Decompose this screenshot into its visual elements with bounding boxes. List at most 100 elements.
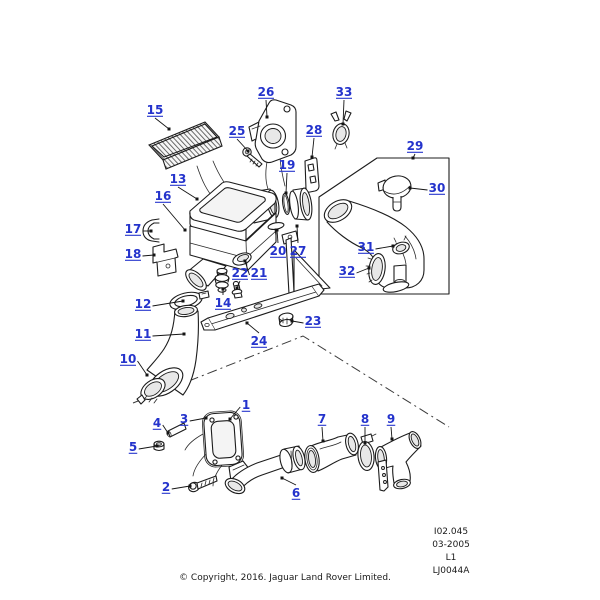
part-number: 1	[242, 398, 250, 412]
part-number: 26	[258, 85, 275, 99]
leader-dot-26	[265, 115, 269, 119]
callout-6-intake-hose: 6	[280, 476, 301, 500]
wing-clamp-part	[330, 110, 352, 150]
leader-dot-31	[391, 244, 395, 248]
leader-line-23	[291, 320, 304, 324]
part-number: 2	[162, 480, 170, 494]
leader-line-13	[177, 186, 198, 200]
part-number: 23	[305, 314, 322, 328]
leader-dot-12	[181, 299, 185, 303]
part-number: 27	[290, 244, 307, 258]
part-number: 19	[279, 158, 296, 172]
leader-dot-8	[363, 441, 367, 445]
callout-32-clamp: 32	[339, 264, 371, 278]
leader-dot-24	[245, 321, 249, 325]
part-number: 15	[147, 103, 164, 117]
leader-line-18	[142, 254, 155, 257]
leader-line-30	[409, 187, 428, 191]
leader-line-24	[246, 322, 260, 334]
callout-33-wing-clamp: 33	[336, 85, 353, 126]
leader-dot-30	[408, 186, 412, 190]
ball-stud-part	[231, 280, 243, 299]
callout-5-cap-nut: 5	[128, 440, 159, 454]
callout-25-screw: 25	[229, 124, 250, 153]
leader-dot-6	[280, 476, 284, 480]
part-number: 21	[251, 266, 268, 280]
callout-11-intake-duct: 11	[135, 327, 186, 341]
leader-dot-27	[295, 224, 299, 228]
part-number: 9	[387, 412, 395, 426]
part-number: 25	[229, 124, 246, 138]
callout-26-air-flow-sensor: 26	[258, 85, 275, 119]
leader-dot-21	[243, 259, 247, 263]
callout-31-clamp-small: 31	[358, 240, 395, 254]
leader-dot-17	[149, 229, 153, 233]
leader-line-25	[236, 138, 249, 152]
part-number: 28	[306, 123, 323, 137]
air-cleaner-assembly	[185, 181, 280, 291]
callout-21-grommet: 21	[243, 259, 268, 280]
part-number: 33	[336, 85, 353, 99]
callout-17-spring-clip: 17	[125, 222, 153, 236]
part-number: 16	[155, 189, 172, 203]
callout-1-mounting-plate: 1	[228, 398, 251, 421]
part-number: 22	[232, 266, 249, 280]
leader-line-21	[244, 260, 250, 276]
callout-13-air-cleaner-cover: 13	[170, 172, 199, 201]
part-number: 13	[170, 172, 187, 186]
part-number: 30	[429, 181, 446, 195]
callout-15-air-filter-element: 15	[147, 103, 171, 131]
intake-hose-part	[224, 445, 306, 495]
leader-line-27	[296, 225, 299, 244]
callout-7-elbow-hose: 7	[317, 412, 327, 443]
leader-dot-25	[246, 149, 250, 153]
leader-dot-3	[204, 416, 208, 420]
leader-line-10	[137, 360, 148, 376]
part-number: 32	[339, 264, 356, 278]
leader-line-7	[321, 426, 324, 442]
figure-code: I02.045	[433, 527, 469, 537]
part-number: 14	[215, 296, 232, 310]
breather-valve-part	[377, 175, 412, 212]
clamp-small-part	[392, 235, 410, 255]
leader-dot-1	[228, 417, 232, 421]
drawing-code: LJ0044A	[432, 566, 470, 576]
part-number: 8	[361, 412, 369, 426]
leader-dot-15	[167, 127, 171, 131]
callout-2-flange-bolt: 2	[161, 480, 192, 494]
leader-line-9	[390, 426, 393, 440]
duct-clamp-part	[136, 378, 166, 405]
cap-nut-part	[153, 440, 165, 452]
part-number: 18	[125, 247, 142, 261]
part-number: 17	[125, 222, 142, 236]
part-number: 29	[407, 139, 424, 153]
leader-dot-32	[367, 266, 371, 270]
leader-dot-22	[235, 286, 239, 290]
leader-line-5	[138, 445, 158, 450]
clamp-part	[365, 253, 386, 285]
leader-line-2	[171, 485, 191, 490]
leader-line-3	[189, 417, 207, 422]
elbow-hose-part	[304, 432, 359, 473]
callout-9-t-connector: 9	[386, 412, 396, 441]
leader-line-19	[285, 172, 288, 194]
retaining-clip-part	[152, 243, 179, 277]
callout-20-spacer-pad: 20	[270, 228, 287, 258]
support-bracket-part	[200, 230, 331, 331]
leader-dot-10	[145, 373, 149, 377]
callout-18-retaining-clip: 18	[125, 247, 156, 261]
air-flow-sensor-part	[248, 99, 297, 164]
bracket-clip-part	[304, 157, 320, 193]
part-number: 5	[129, 440, 137, 454]
leader-line-1	[229, 406, 241, 420]
t-connector-part	[374, 431, 422, 492]
part-number: 6	[292, 486, 300, 500]
leader-dot-28	[310, 155, 314, 159]
leader-line-28	[311, 137, 315, 158]
leader-dot-2	[188, 484, 192, 488]
leader-dot-16	[183, 228, 187, 232]
leader-line-11	[152, 333, 185, 337]
part-number: 20	[270, 244, 287, 258]
